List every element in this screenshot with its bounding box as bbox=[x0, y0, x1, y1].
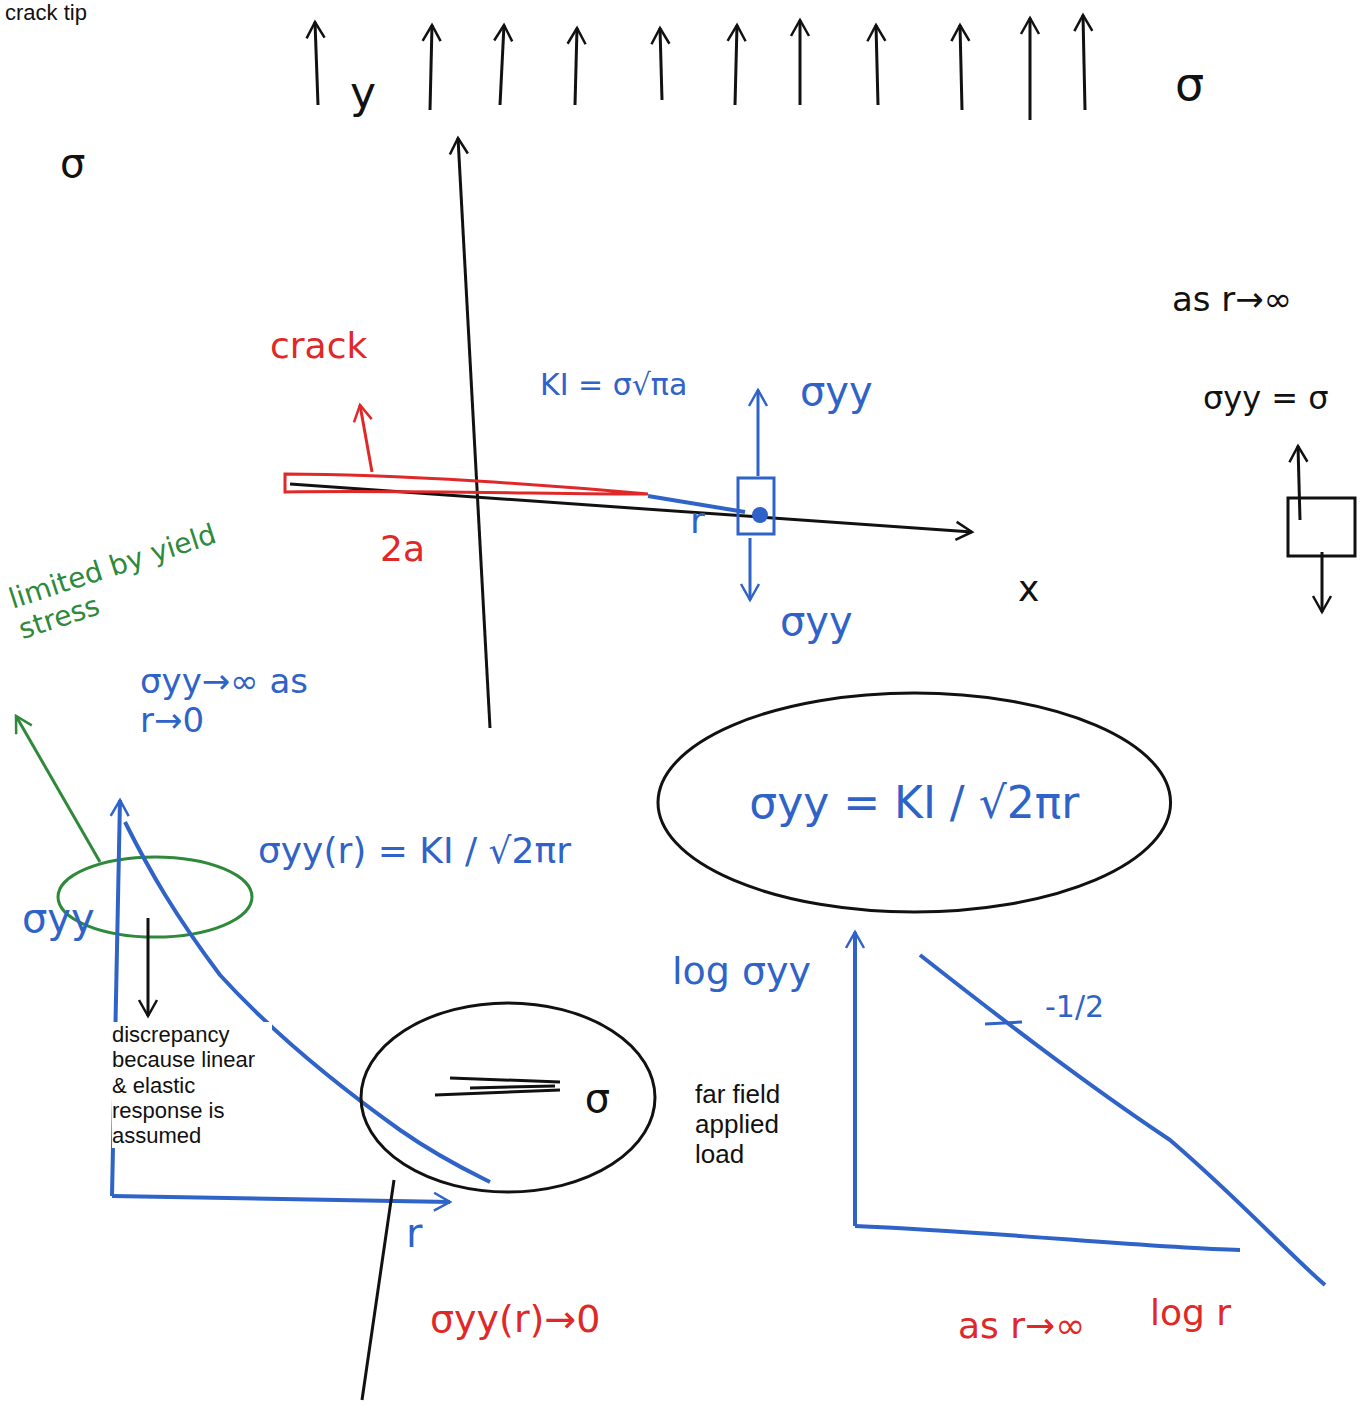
far-field-element bbox=[1288, 498, 1355, 556]
load-arrow bbox=[1083, 15, 1085, 110]
stroke bbox=[450, 1078, 560, 1082]
slope-tick bbox=[985, 1022, 1022, 1024]
formula: σyy(r) = KI / √2πr bbox=[258, 830, 571, 871]
distance-name: r bbox=[690, 500, 705, 541]
axis-name: log σyy bbox=[672, 950, 811, 994]
stress-symbol: σ bbox=[60, 140, 85, 186]
limit-note: as r→∞ bbox=[1172, 280, 1292, 319]
stress-element bbox=[738, 478, 774, 534]
limit-note: as r→∞ bbox=[958, 1305, 1085, 1346]
stress-name: σyy bbox=[780, 598, 853, 644]
page-title: crack tip bbox=[5, 0, 87, 25]
ellipse-outline bbox=[358, 1000, 658, 1195]
stress-arrow bbox=[1298, 446, 1300, 520]
far-field-strokes bbox=[435, 1078, 560, 1095]
material-point bbox=[752, 507, 768, 523]
ellipse bbox=[658, 693, 1171, 912]
limit-note: σyy = σ bbox=[1203, 380, 1329, 417]
load-arrow bbox=[430, 25, 432, 110]
formula-ellipse: σyy = KI / √2πr bbox=[655, 690, 1174, 915]
load-arrow bbox=[799, 20, 802, 105]
stress-arrow bbox=[749, 538, 752, 600]
stress-arrow bbox=[1321, 552, 1324, 612]
crack bbox=[285, 474, 648, 494]
stress-name: σyy bbox=[800, 368, 873, 414]
load-arrow bbox=[735, 25, 737, 105]
load-arrow bbox=[960, 25, 962, 110]
crack-label: crack bbox=[270, 325, 367, 366]
leader-line bbox=[362, 1180, 394, 1400]
axis-name: y bbox=[350, 68, 376, 119]
crack-length: 2a bbox=[380, 528, 425, 569]
load-arrow bbox=[315, 22, 318, 105]
stress-arrow bbox=[757, 390, 760, 476]
stroke bbox=[470, 1086, 555, 1088]
limit-note: σyy→∞ as r→0 bbox=[140, 662, 350, 740]
far-field-arrows bbox=[315, 15, 1085, 120]
load-arrow bbox=[876, 25, 878, 105]
load-arrow bbox=[500, 25, 504, 105]
load-arrow bbox=[575, 28, 577, 105]
note: far field applied load bbox=[695, 1080, 810, 1170]
axis-name: σyy bbox=[22, 895, 95, 941]
axis-name: log r bbox=[1150, 1292, 1231, 1333]
log-stress-axis bbox=[853, 932, 857, 1226]
crack-pointer bbox=[360, 405, 372, 472]
load-arrow bbox=[660, 28, 662, 100]
node-text: σyy = KI / √2πr bbox=[749, 777, 1079, 828]
axis-name: r bbox=[406, 1210, 422, 1256]
leader-line bbox=[147, 918, 150, 1016]
axis-name: x bbox=[1018, 568, 1039, 609]
y-axis bbox=[458, 138, 490, 728]
yield-note: limited by yield stress bbox=[5, 512, 248, 646]
r-axis bbox=[112, 1196, 450, 1202]
note: discrepancy because linear & elastic res… bbox=[112, 1022, 272, 1148]
stroke bbox=[435, 1090, 560, 1095]
ellipse bbox=[361, 1003, 655, 1192]
log-r-axis bbox=[855, 1226, 1240, 1250]
stress-symbol: σ bbox=[1175, 58, 1204, 111]
log-stress-curve bbox=[920, 955, 1325, 1285]
limit-note: σyy(r)→0 bbox=[430, 1298, 600, 1342]
far-field-ellipse: σ bbox=[358, 1000, 658, 1195]
slope-value: -1/2 bbox=[1045, 990, 1104, 1025]
load-arrow bbox=[1029, 18, 1032, 120]
stress-intensity: KI = σ√πa bbox=[540, 368, 687, 403]
leader-line bbox=[16, 716, 100, 862]
node-text: σ bbox=[585, 1075, 610, 1121]
